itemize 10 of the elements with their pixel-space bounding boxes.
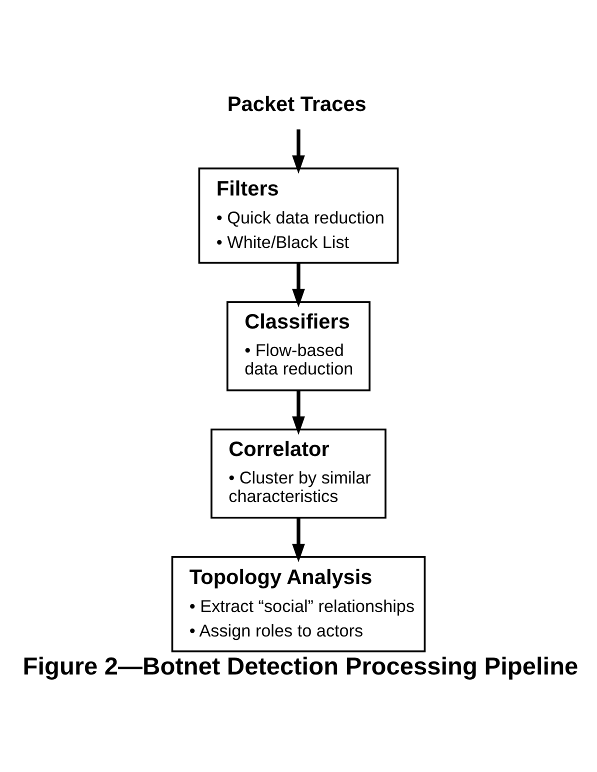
node-box: Filters • Quick data reduction • White/Black List bbox=[198, 168, 399, 264]
node-box: Correlator • Cluster by similar characteristics bbox=[210, 428, 386, 519]
arrow bbox=[292, 263, 305, 308]
arrow bbox=[292, 518, 305, 562]
node-box: Classifiers • Flow-based data reduction bbox=[226, 301, 370, 392]
caption: Figure 2—Botnet Detection Processing Pipeline bbox=[22, 654, 578, 681]
arrow bbox=[292, 390, 305, 435]
node-box: Topology Analysis • Extract “social” relationships • Assign roles to actors bbox=[171, 556, 426, 652]
arrow bbox=[292, 129, 305, 174]
node-text: Packet Traces bbox=[227, 92, 366, 116]
